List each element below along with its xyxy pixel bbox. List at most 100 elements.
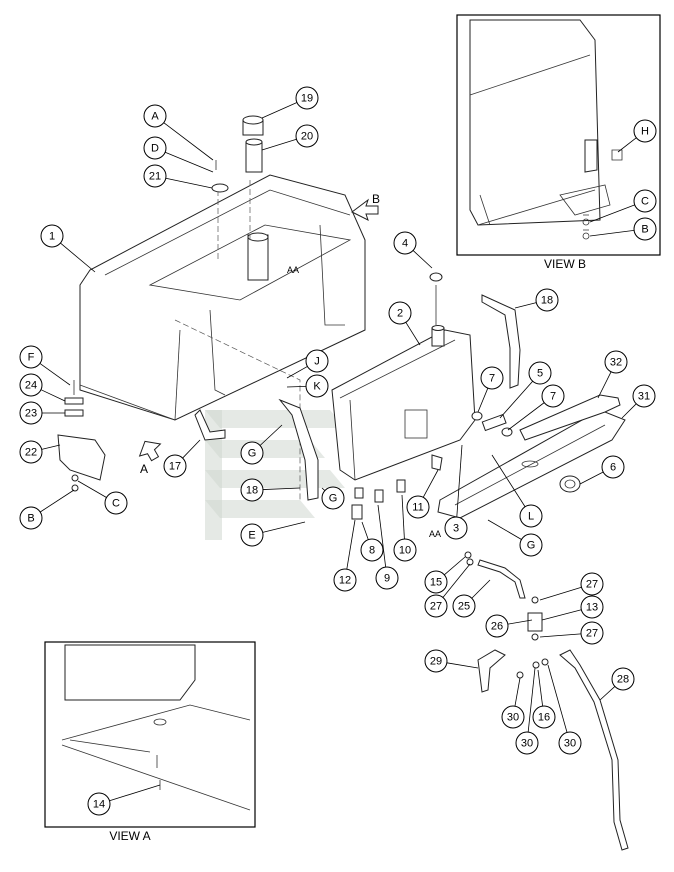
callout-H: H bbox=[633, 119, 657, 143]
callout-2: 2 bbox=[388, 301, 412, 325]
leader-line-24 bbox=[40, 389, 66, 402]
view-b-detail bbox=[456, 14, 661, 256]
leader-line-28 bbox=[599, 686, 616, 701]
leader-line-C-left bbox=[77, 480, 107, 498]
callout-circle bbox=[104, 491, 128, 515]
strap-18-middle bbox=[278, 398, 319, 501]
callout-circle bbox=[535, 288, 559, 312]
callout-circle bbox=[375, 566, 399, 590]
callout-label: 24 bbox=[25, 380, 37, 392]
leader-line-7-a bbox=[477, 388, 489, 413]
callout-20: 20 bbox=[295, 124, 319, 148]
callout-circle bbox=[305, 349, 329, 373]
callout-circle bbox=[452, 594, 476, 618]
callout-C-vb: C bbox=[633, 189, 657, 213]
callout-circle bbox=[532, 705, 556, 729]
callout-label: F bbox=[28, 352, 35, 364]
callout-24: 24 bbox=[19, 373, 43, 397]
leader-line-21 bbox=[165, 177, 213, 189]
callout-circle bbox=[19, 401, 43, 425]
callout-circle bbox=[632, 384, 656, 408]
callout-23: 23 bbox=[19, 401, 43, 425]
callout-label: 9 bbox=[384, 573, 390, 585]
leader-line-30-b bbox=[527, 667, 536, 733]
callout-label: 30 bbox=[521, 738, 533, 750]
callout-circle bbox=[143, 136, 167, 160]
callout-label: 3 bbox=[453, 523, 459, 535]
callout-label: 16 bbox=[538, 712, 550, 724]
callout-circle bbox=[295, 86, 319, 110]
callout-circle bbox=[480, 366, 504, 390]
callout-31: 31 bbox=[632, 384, 656, 408]
callout-label: 10 bbox=[399, 545, 411, 557]
callout-label: 18 bbox=[541, 295, 553, 307]
callout-circle bbox=[393, 538, 417, 562]
callout-circle bbox=[240, 523, 264, 547]
round-cap-6 bbox=[559, 475, 581, 493]
leader-line-7-b bbox=[507, 402, 545, 431]
callout-B-vb: B bbox=[633, 217, 657, 241]
strap-18-right bbox=[481, 294, 521, 389]
callout-circle bbox=[87, 792, 111, 816]
callout-label: 15 bbox=[430, 577, 442, 589]
leader-line-8 bbox=[361, 521, 369, 540]
leader-line-31 bbox=[621, 403, 637, 419]
section-aa-upper: AA bbox=[287, 265, 299, 275]
leader-line-15 bbox=[444, 556, 466, 576]
leader-line-26 bbox=[507, 619, 533, 625]
callout-3: 3 bbox=[444, 516, 468, 540]
leader-line-27-b bbox=[539, 586, 582, 601]
callout-label: 27 bbox=[586, 628, 598, 640]
callout-label: 29 bbox=[430, 656, 442, 668]
callout-label: 27 bbox=[430, 601, 442, 613]
callout-4: 4 bbox=[393, 231, 417, 255]
callout-label: 22 bbox=[25, 447, 37, 459]
callout-circle bbox=[19, 440, 43, 464]
leader-line-B-vb bbox=[589, 229, 635, 237]
callout-label: J bbox=[314, 356, 320, 368]
callout-label: G bbox=[527, 540, 536, 552]
callout-29: 29 bbox=[424, 649, 448, 673]
callout-label: C bbox=[641, 196, 649, 208]
leader-line-16 bbox=[537, 669, 544, 707]
callout-circle bbox=[528, 361, 552, 385]
callout-label: 23 bbox=[25, 408, 37, 420]
callout-label: B bbox=[641, 224, 648, 236]
leader-line-C-vb bbox=[589, 204, 635, 223]
view-b-label: VIEW B bbox=[544, 257, 586, 271]
section-aa-lower: AA bbox=[429, 529, 441, 539]
callout-6: 6 bbox=[601, 455, 625, 479]
leader-line-25 bbox=[471, 579, 491, 599]
callout-30-a: 30 bbox=[501, 705, 525, 729]
callout-circle bbox=[424, 594, 448, 618]
view-a-label: VIEW A bbox=[109, 829, 150, 843]
callout-circle bbox=[305, 374, 329, 398]
callout-circle bbox=[388, 301, 412, 325]
callout-L: L bbox=[519, 504, 543, 528]
callout-label: 7 bbox=[489, 373, 495, 385]
fill-cap-assembly bbox=[211, 115, 264, 193]
callout-circle bbox=[601, 455, 625, 479]
main-fuel-tank bbox=[79, 174, 366, 500]
callout-label: K bbox=[313, 381, 321, 393]
callout-E: E bbox=[240, 523, 264, 547]
leader-line-10 bbox=[401, 494, 405, 540]
callout-circle bbox=[485, 614, 509, 638]
callout-label: 13 bbox=[586, 602, 598, 614]
callout-label: 31 bbox=[638, 391, 650, 403]
leader-line-A bbox=[163, 122, 214, 161]
callout-7-b: 7 bbox=[541, 384, 565, 408]
callout-circle bbox=[515, 731, 539, 755]
leader-line-20 bbox=[261, 138, 297, 151]
callout-D: D bbox=[143, 136, 167, 160]
callout-circle bbox=[611, 667, 635, 691]
callout-circle bbox=[240, 441, 264, 465]
leader-line-H bbox=[617, 137, 637, 153]
callout-27-b: 27 bbox=[580, 572, 604, 596]
callout-label: 11 bbox=[412, 502, 423, 514]
callout-circle bbox=[604, 350, 628, 374]
left-support-bracket bbox=[57, 380, 106, 492]
callout-A: A bbox=[143, 104, 167, 128]
callout-label: 30 bbox=[564, 738, 576, 750]
callout-circle bbox=[143, 104, 167, 128]
